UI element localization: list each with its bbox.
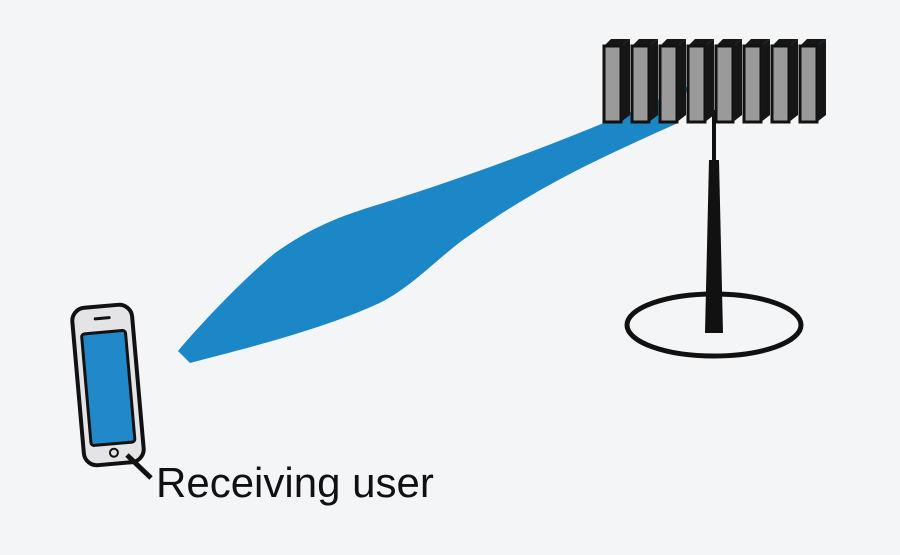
antenna-element-side — [649, 39, 658, 122]
antenna-element-top — [688, 39, 714, 46]
antenna-element — [742, 39, 770, 124]
antenna-element-face — [686, 44, 707, 124]
antenna-element-top — [772, 39, 798, 46]
antenna-element — [658, 39, 686, 124]
antenna-element-top — [632, 39, 658, 46]
antenna-element-side — [677, 39, 686, 122]
antenna-element-top — [716, 39, 742, 46]
antenna-element — [798, 39, 826, 124]
antenna-element-face — [630, 44, 651, 124]
antenna-element — [630, 39, 658, 124]
antenna-element-face — [658, 44, 679, 124]
antenna-element-face — [770, 44, 791, 124]
phone-screen — [80, 329, 137, 447]
antenna-element-face — [742, 44, 763, 124]
antenna-element-side — [761, 39, 770, 122]
antenna-element-side — [817, 39, 826, 122]
radio-beam — [178, 86, 688, 363]
tower-mast — [705, 160, 723, 333]
antenna-element — [602, 39, 630, 124]
smartphone-icon — [70, 302, 146, 468]
base-station-tower — [624, 110, 804, 359]
antenna-array-icon — [602, 39, 826, 124]
antenna-element — [770, 39, 798, 124]
antenna-element-top — [604, 39, 630, 46]
receiving-user-label: Receiving user — [156, 459, 434, 506]
phone-home-button — [108, 447, 119, 458]
antenna-element-face — [602, 44, 623, 124]
antenna-element-face — [798, 44, 819, 124]
antenna-element — [686, 39, 714, 124]
antenna-element-side — [621, 39, 630, 122]
antenna-element-face — [714, 44, 735, 124]
antenna-element-top — [744, 39, 770, 46]
antenna-element-top — [800, 39, 826, 46]
antenna-element — [714, 39, 742, 124]
antenna-element-side — [705, 39, 714, 122]
phone-speaker — [93, 316, 111, 321]
label-leader-line — [125, 453, 153, 480]
antenna-element-top — [660, 39, 686, 46]
antenna-element-side — [789, 39, 798, 122]
antenna-element-side — [733, 39, 742, 122]
